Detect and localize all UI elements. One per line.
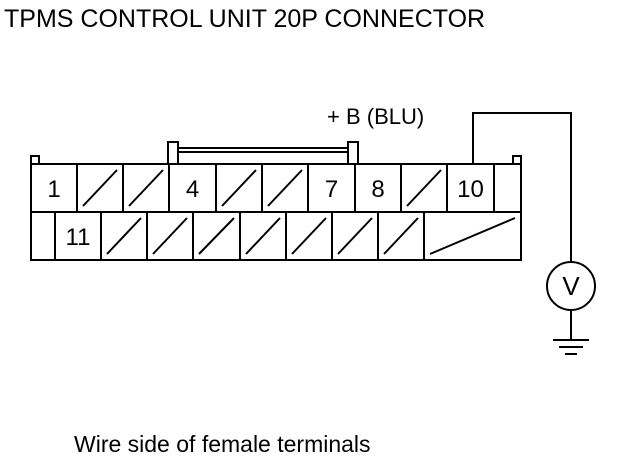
diagram-title: TPMS CONTROL UNIT 20P CONNECTOR (4, 5, 485, 33)
corner-tab-left (30, 155, 40, 165)
empty-terminal-slash (406, 169, 442, 207)
terminal-number-10: 10 (457, 176, 484, 203)
empty-terminal-slash (106, 217, 142, 255)
empty-terminal-slash (152, 217, 188, 255)
terminal-cell (215, 164, 257, 212)
terminal-row-bottom: 11 (54, 212, 516, 260)
terminal-number-11: 11 (66, 224, 91, 251)
empty-terminal-slash (429, 217, 516, 255)
terminal-number-1: 1 (47, 176, 60, 203)
terminal-cell (400, 164, 442, 212)
terminal-row-top: 1 4 7 8 10 (47, 164, 495, 212)
corner-tab-right (512, 155, 522, 165)
empty-terminal-slash (383, 217, 419, 255)
empty-terminal-slash (82, 169, 118, 207)
empty-terminal-slash (128, 169, 164, 207)
terminal-cell (76, 164, 118, 212)
empty-terminal-slash (221, 169, 257, 207)
probe-wiring (472, 112, 596, 355)
terminal-cell: 10 (446, 164, 484, 212)
terminal-cell (377, 212, 419, 260)
empty-terminal-slash (245, 217, 281, 255)
terminal-cell: 7 (307, 164, 338, 212)
probe-label: + B (BLU) (327, 104, 424, 129)
terminal-cell (192, 212, 235, 260)
lock-post-left (167, 141, 179, 165)
voltmeter-symbol: V (562, 271, 580, 301)
terminal-cell (285, 212, 327, 260)
lock-post-right (347, 141, 359, 165)
terminal-cell: 11 (54, 212, 91, 260)
terminal-number-8: 8 (371, 176, 384, 203)
empty-terminal-slash (337, 217, 373, 255)
terminal-cell (239, 212, 281, 260)
empty-terminal-slash (291, 217, 327, 255)
terminal-number-4: 4 (186, 176, 199, 203)
terminal-cell (146, 212, 188, 260)
terminal-cell: 4 (168, 164, 199, 212)
terminal-cell (122, 164, 164, 212)
empty-terminal-slash (267, 169, 303, 207)
terminal-cell: 1 (47, 176, 60, 203)
connector-housing (30, 141, 522, 261)
terminal-cell: 8 (354, 164, 385, 212)
probe-wire (472, 112, 572, 262)
empty-terminal-slash (198, 217, 235, 255)
terminal-cell (331, 212, 373, 260)
terminal-cell (423, 212, 516, 260)
terminal-cell (100, 212, 142, 260)
terminal-number-7: 7 (325, 176, 338, 203)
diagram-caption: Wire side of female terminals (74, 431, 371, 457)
terminal-cell (261, 164, 303, 212)
